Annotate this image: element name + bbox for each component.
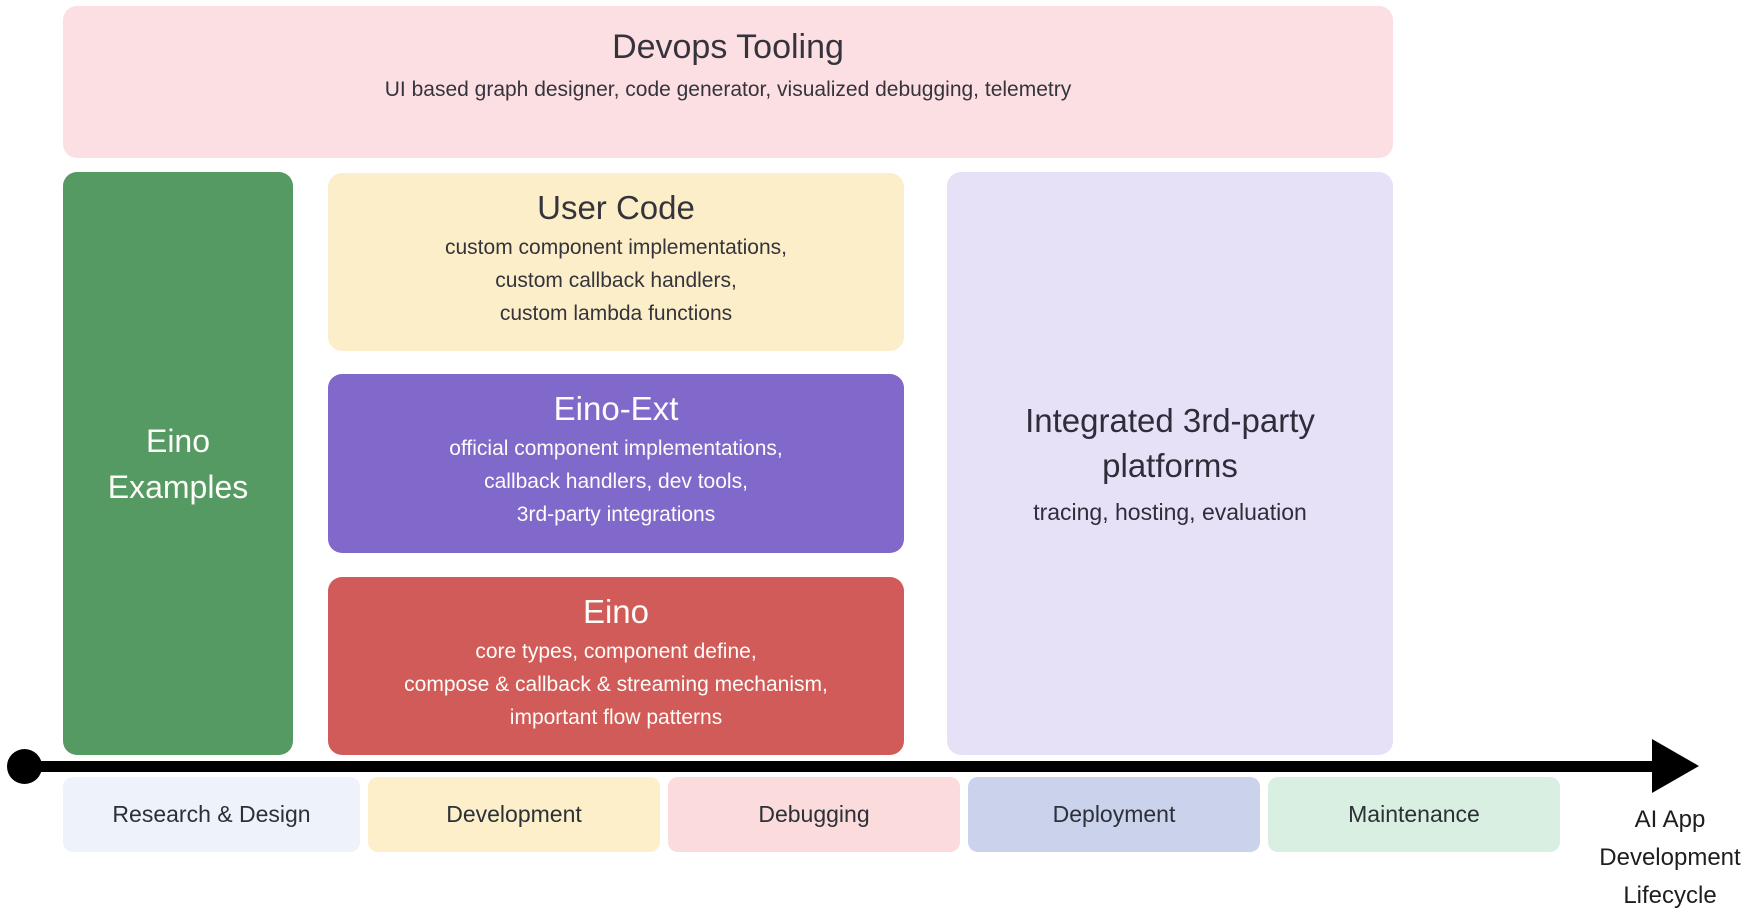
- devops-tooling-box: Devops Tooling UI based graph designer, …: [63, 6, 1393, 158]
- stage-deployment: Deployment: [968, 777, 1260, 852]
- stage-research-design: Research & Design: [63, 777, 360, 852]
- eino-core-line: core types, component define,: [475, 640, 757, 663]
- user-code-box: User Code custom component implementatio…: [328, 173, 904, 351]
- user-code-line: custom lambda functions: [499, 302, 733, 325]
- eino-examples-title-line1: Eino: [145, 422, 211, 459]
- stage-label: Development: [446, 801, 582, 827]
- stage-label: Deployment: [1052, 801, 1176, 827]
- user-code-line: custom component implementations,: [445, 236, 787, 259]
- user-code-line: custom callback handlers,: [495, 269, 737, 292]
- eino-core-line: compose & callback & streaming mechanism…: [404, 673, 828, 696]
- stage-label: Debugging: [758, 801, 870, 827]
- eino-examples-box: Eino Examples: [63, 172, 293, 755]
- integrated-platforms-subtitle: tracing, hosting, evaluation: [1033, 498, 1307, 525]
- stage-development: Development: [368, 777, 660, 852]
- eino-ext-line: 3rd-party integrations: [516, 503, 716, 526]
- integrated-platforms-title-line1: Integrated 3rd-party: [1025, 401, 1315, 439]
- stage-label: Maintenance: [1348, 801, 1480, 827]
- devops-tooling-subtitle: UI based graph designer, code generator,…: [384, 78, 1072, 101]
- lifecycle-caption-line: Development: [1599, 844, 1741, 871]
- devops-tooling-title: Devops Tooling: [612, 28, 844, 66]
- eino-examples-title-line2: Examples: [107, 468, 249, 505]
- eino-ext-box: Eino-Ext official component implementati…: [328, 374, 904, 553]
- timeline-axis-line: [24, 761, 1656, 772]
- eino-core-box: Eino core types, component define, compo…: [328, 577, 904, 755]
- integrated-platforms-title-line2: platforms: [1102, 446, 1238, 484]
- timeline-arrowhead-icon: [1652, 739, 1699, 793]
- lifecycle-caption-line: AI App: [1634, 806, 1706, 833]
- eino-ext-title: Eino-Ext: [553, 390, 679, 427]
- lifecycle-axis-caption: AI App Development Lifecycle: [1572, 801, 1760, 915]
- eino-core-line: important flow patterns: [509, 706, 723, 729]
- lifecycle-caption-line: Lifecycle: [1623, 882, 1717, 909]
- eino-core-title: Eino: [582, 593, 650, 630]
- eino-ext-line: callback handlers, dev tools,: [484, 470, 748, 493]
- user-code-title: User Code: [537, 189, 695, 226]
- integrated-platforms-box: Integrated 3rd-party platforms tracing, …: [947, 172, 1393, 755]
- stage-label: Research & Design: [112, 801, 311, 827]
- eino-ext-line: official component implementations,: [449, 437, 783, 460]
- stage-debugging: Debugging: [668, 777, 960, 852]
- stage-maintenance: Maintenance: [1268, 777, 1560, 852]
